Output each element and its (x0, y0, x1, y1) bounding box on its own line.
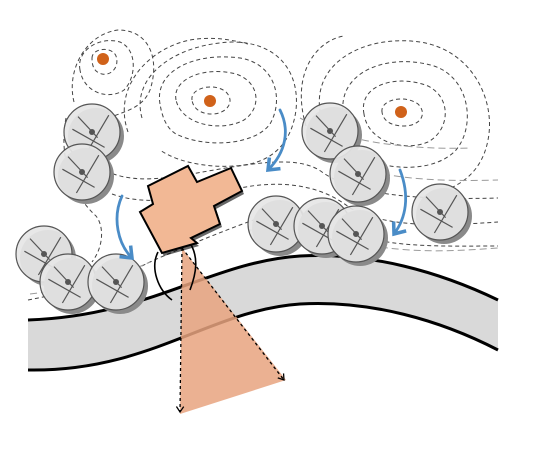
tree-symbol-icon (87, 253, 148, 314)
tree-symbol-icon (329, 145, 390, 206)
contour-line (362, 80, 446, 147)
driveway-edge (154, 251, 173, 301)
contour-line (175, 71, 257, 127)
view-ray-right (181, 247, 285, 381)
contour-line (139, 41, 297, 167)
tree-symbol-icon (39, 253, 100, 314)
contour-line (63, 117, 102, 263)
summit-markers (97, 53, 407, 118)
contour-line (158, 56, 277, 144)
view-cone-icon (180, 248, 286, 414)
runoff-arrows (115, 108, 407, 260)
contour-line (123, 37, 249, 133)
summit-dot-icon (204, 95, 216, 107)
road-surface (28, 255, 498, 371)
summit-dot-icon (395, 106, 407, 118)
view-cone (175, 247, 286, 414)
runoff-arrow-icon (391, 168, 407, 237)
contour-line (342, 61, 468, 168)
contour-line (71, 29, 155, 119)
trees (15, 102, 472, 314)
tree-symbol-icon (247, 195, 308, 256)
runoff-arrow-icon (266, 108, 287, 172)
road-edge-south (27, 302, 499, 372)
tree-symbol-icon (53, 143, 114, 204)
runoff-arrow-icon (115, 194, 134, 260)
building-footprint (138, 164, 244, 255)
contour-line (300, 35, 345, 127)
contour-line (79, 40, 134, 96)
tree-symbol-icon (411, 183, 472, 244)
slope-line (329, 159, 499, 181)
tree-symbol-icon (327, 205, 388, 266)
building (138, 164, 244, 256)
summit-dot-icon (97, 53, 109, 65)
contour-line (318, 40, 490, 195)
slope-line (249, 229, 499, 252)
contour-line (91, 49, 118, 75)
contour-line (191, 86, 231, 115)
